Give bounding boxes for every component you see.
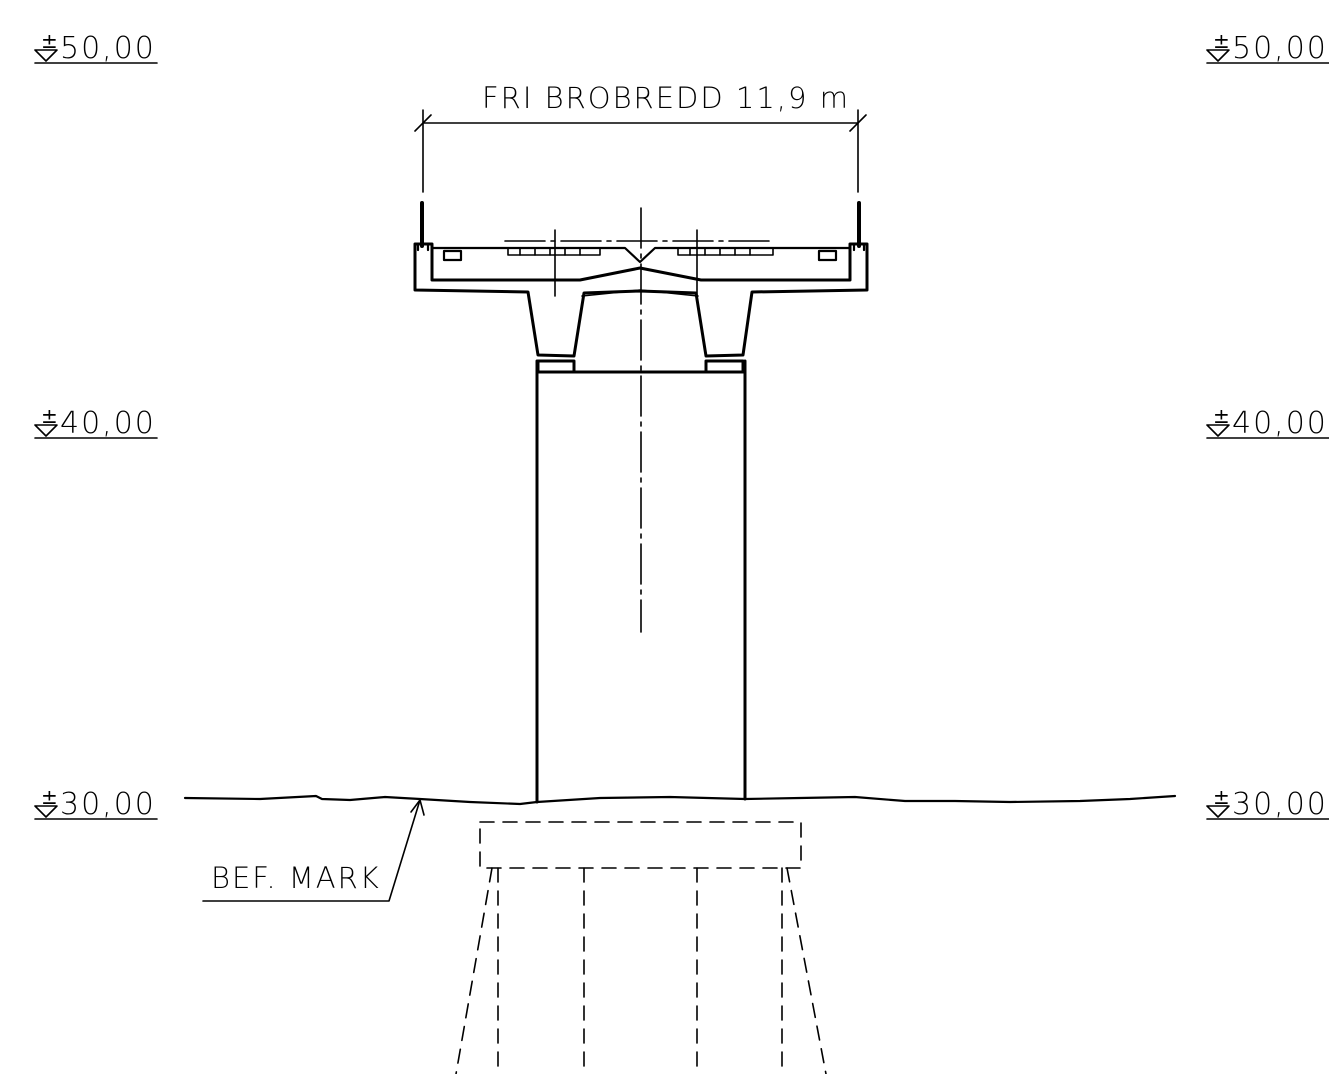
level-marker-right-30: ± 30,00 xyxy=(1206,785,1329,822)
existing-ground-line: BEF. MARK xyxy=(183,794,1177,902)
plus-minus-sign: ± xyxy=(41,29,58,53)
level-marker-right-50: ± 50,00 xyxy=(1206,29,1329,66)
ground-label: BEF. MARK xyxy=(211,861,381,895)
plus-minus-sign: ± xyxy=(1213,785,1230,809)
plus-minus-sign: ± xyxy=(41,404,58,428)
level-marker-left-40: ± 40,00 xyxy=(34,404,158,441)
level-value: 30,00 xyxy=(60,787,156,822)
level-value: 30,00 xyxy=(1232,787,1328,822)
level-value: 50,00 xyxy=(1232,31,1328,66)
level-value: 50,00 xyxy=(60,31,156,66)
level-marker-right-40: ± 40,00 xyxy=(1206,404,1329,441)
level-value: 40,00 xyxy=(1232,406,1328,441)
plus-minus-sign: ± xyxy=(1213,29,1230,53)
bridge-width-dimension: FRI BROBREDD 11,9 m xyxy=(414,81,867,193)
pier-column xyxy=(535,207,747,804)
plus-minus-sign: ± xyxy=(1213,404,1230,428)
level-marker-left-50: ± 50,00 xyxy=(34,29,158,66)
bridge-deck-section xyxy=(413,201,869,374)
level-value: 40,00 xyxy=(60,406,156,441)
plus-minus-sign: ± xyxy=(41,785,58,809)
level-marker-left-30: ± 30,00 xyxy=(34,785,158,822)
pile-foundation-hidden xyxy=(455,821,827,1074)
bridge-width-label: FRI BROBREDD 11,9 m xyxy=(482,81,850,115)
